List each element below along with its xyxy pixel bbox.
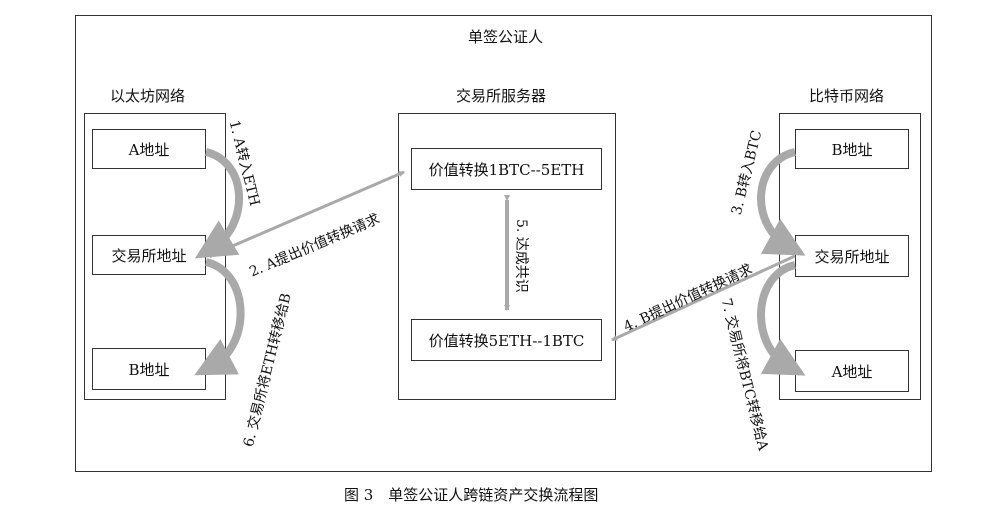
exchange-server-title: 交易所服务器 bbox=[456, 87, 547, 105]
step4-arrow bbox=[611, 254, 796, 342]
step3-arrow bbox=[757, 148, 806, 256]
step2-arrow bbox=[208, 170, 405, 259]
eth-b-address-node: B地址 bbox=[92, 348, 206, 390]
server-conversion-bottom-node: 价值转换5ETH--1BTC bbox=[411, 319, 602, 361]
eth-a-address-node: A地址 bbox=[92, 129, 206, 169]
notary-title: 单签公证人 bbox=[468, 28, 544, 46]
btc-exchange-address-node: 交易所地址 bbox=[795, 235, 909, 277]
step5-label: 5. 达成共识 bbox=[513, 219, 529, 293]
step7-arrow bbox=[757, 261, 806, 376]
step1-arrow bbox=[194, 148, 244, 259]
server-conversion-top-node: 价值转换1BTC--5ETH bbox=[411, 148, 602, 190]
ethereum-network-title: 以太坊网络 bbox=[110, 87, 186, 105]
figure-caption: 图 3 单签公证人跨链资产交换流程图 bbox=[344, 486, 599, 504]
btc-b-address-node: B地址 bbox=[795, 129, 909, 169]
eth-exchange-address-node: 交易所地址 bbox=[92, 235, 206, 275]
step6-arrow bbox=[194, 258, 245, 376]
bitcoin-network-title: 比特币网络 bbox=[809, 87, 885, 105]
